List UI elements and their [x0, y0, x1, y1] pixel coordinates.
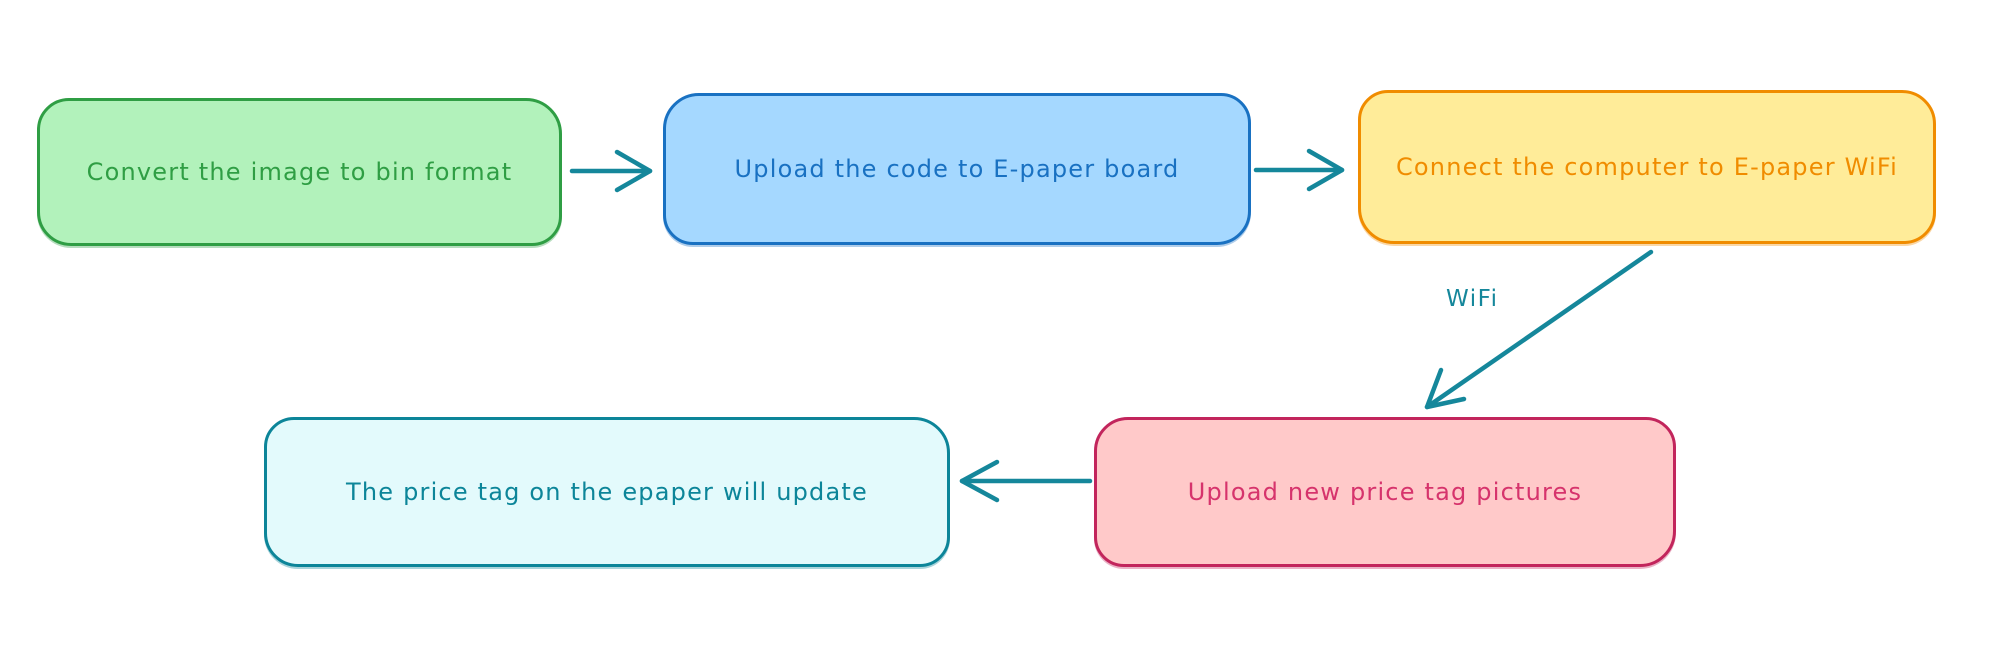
arrow-upload-code-to-connect-wifi [1253, 148, 1345, 192]
node-upload-code: Upload the code to E-paper board [663, 93, 1251, 245]
node-convert-image: Convert the image to bin format [37, 98, 562, 246]
node-connect-wifi-label: Connect the computer to E-paper WiFi [1395, 153, 1899, 181]
node-upload-pictures: Upload new price tag pictures [1094, 417, 1676, 567]
arrow-connect-wifi-to-upload-pictures [1424, 249, 1654, 410]
node-upload-code-label: Upload the code to E-paper board [734, 155, 1180, 183]
node-price-update: The price tag on the epaper will update [264, 417, 950, 567]
arrow-convert-to-upload-code [569, 149, 653, 193]
node-upload-pictures-label: Upload new price tag pictures [1187, 478, 1583, 506]
node-convert-image-label: Convert the image to bin format [86, 158, 513, 186]
arrow-upload-pictures-to-price-update [959, 459, 1093, 503]
node-connect-wifi: Connect the computer to E-paper WiFi [1358, 90, 1936, 244]
node-price-update-label: The price tag on the epaper will update [346, 478, 868, 506]
edge-label-wifi: WiFi [1446, 286, 1499, 312]
